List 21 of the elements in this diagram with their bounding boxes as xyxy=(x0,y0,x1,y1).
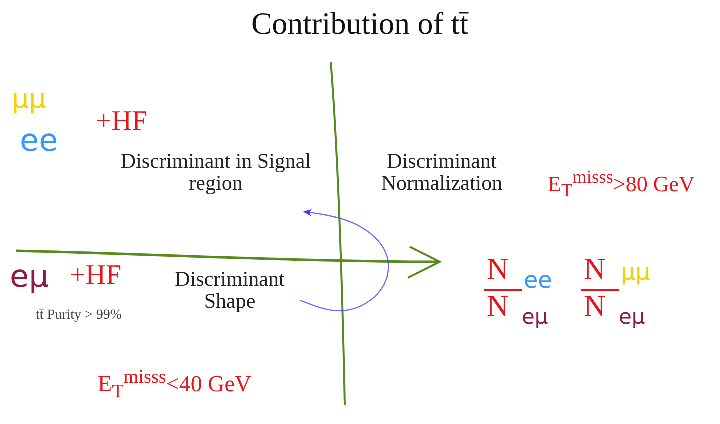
node-label: Discriminant in Signal region xyxy=(120,150,312,194)
label: N xyxy=(487,292,509,322)
label: eμ xyxy=(10,262,49,293)
node-label: Discriminant Normalization xyxy=(380,150,504,194)
label: +HF xyxy=(70,262,122,290)
label: μμ xyxy=(12,86,46,113)
label: tt̄ Purity > 99% xyxy=(36,309,122,323)
label: eμ xyxy=(619,307,646,328)
node-label: Discriminant Shape xyxy=(174,268,286,312)
label: E$_{T}$$^{misss}$<40 GeV xyxy=(98,368,252,402)
label: N xyxy=(487,255,509,285)
label: N xyxy=(584,255,606,285)
label: μμ xyxy=(621,262,650,285)
label: ee xyxy=(524,270,552,293)
label: eμ xyxy=(522,307,548,328)
curved-arrow xyxy=(300,209,390,312)
label: N xyxy=(584,292,606,322)
title: Contribution of tt̄ xyxy=(250,6,470,42)
label: E$_{T}$$^{misss}$>80 GeV xyxy=(548,168,695,200)
label: ee xyxy=(20,126,58,157)
label: +HF xyxy=(96,108,148,136)
